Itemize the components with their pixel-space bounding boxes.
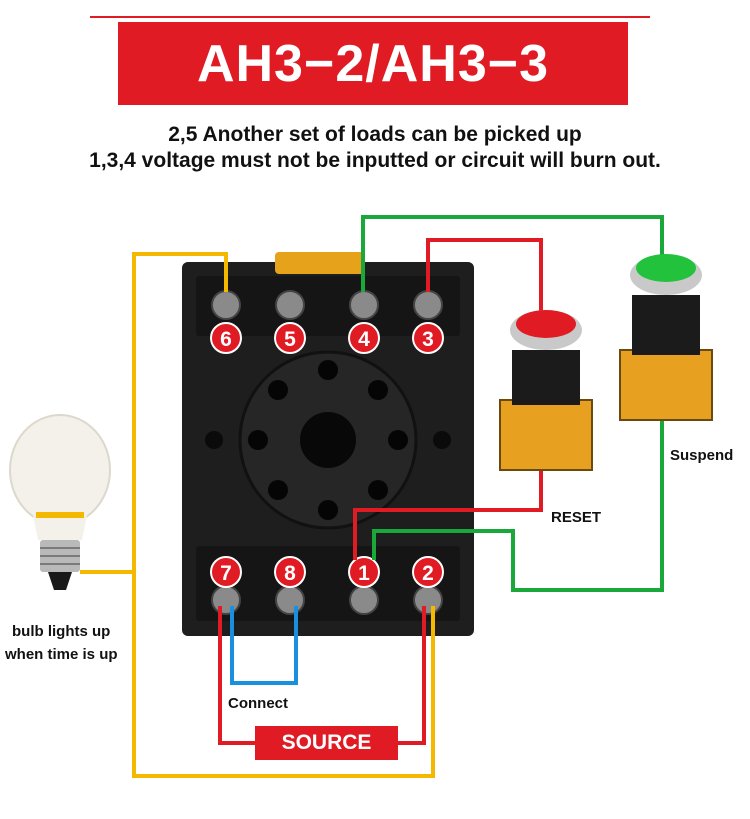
connect-label: Connect — [228, 695, 288, 712]
reset-label: RESET — [551, 509, 602, 526]
wire-red-source-left — [218, 606, 255, 745]
wire-green-suspend — [361, 215, 664, 292]
wire-red-source-right — [398, 606, 426, 745]
bulb-label-1: bulb lights up — [12, 623, 111, 640]
source-label: SOURCE — [281, 731, 372, 754]
title: AH3−2/AH3−3 — [196, 34, 550, 93]
light-bulb-icon — [9, 414, 111, 590]
source-box: SOURCE — [255, 726, 398, 760]
terminal-1: 1 — [358, 562, 370, 585]
terminal-3: 3 — [422, 328, 434, 351]
bulb-label-2: when time is up — [5, 646, 118, 663]
terminal-5: 5 — [284, 328, 296, 351]
top-screws — [211, 290, 443, 320]
terminal-7: 7 — [220, 562, 232, 585]
suspend-button-icon — [619, 254, 713, 421]
terminal-8: 8 — [284, 562, 296, 585]
wire-yellow-bulb — [132, 252, 435, 778]
note-line-2: 1,3,4 voltage must not be inputted or ci… — [89, 149, 661, 172]
terminal-6: 6 — [220, 328, 232, 351]
banner-top-line — [90, 16, 650, 18]
reset-button-icon — [499, 310, 593, 471]
title-banner: AH3−2/AH3−3 — [118, 22, 628, 105]
suspend-label: Suspend — [670, 447, 734, 464]
wire-blue-connect — [230, 606, 298, 685]
terminal-badges-bottom: 7 8 1 2 — [210, 556, 444, 588]
terminal-4: 4 — [358, 328, 370, 351]
note-line-1: 2,5 Another set of loads can be picked u… — [168, 123, 582, 146]
terminal-badges-top: 6 5 4 3 — [210, 322, 444, 354]
wire-red-reset — [426, 238, 543, 318]
relay-socket — [182, 252, 474, 636]
wire-red-reset-return — [353, 470, 543, 560]
terminal-2: 2 — [422, 562, 434, 585]
wire-green-return — [372, 420, 664, 592]
